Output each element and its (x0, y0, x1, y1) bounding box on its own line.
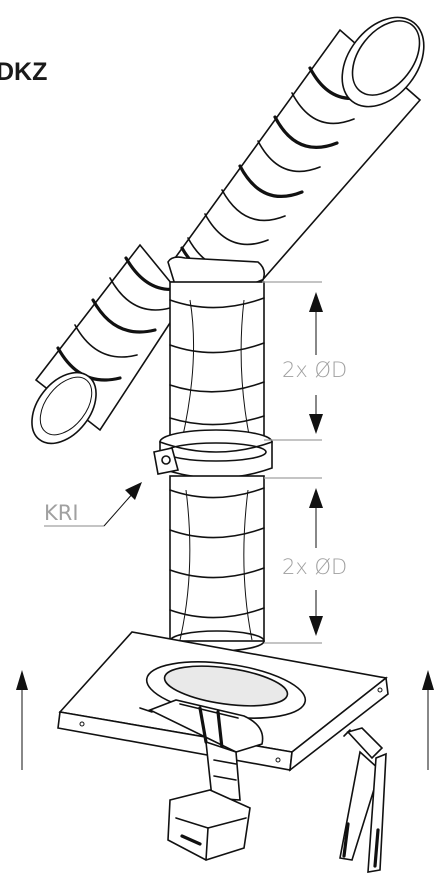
dimension-label-upper: 2x ØD (282, 358, 347, 382)
vertical-duct-upper (169, 281, 265, 441)
up-arrow-icon (16, 670, 28, 770)
dimension-markers (262, 281, 323, 644)
cordless-drill-icon (139, 699, 264, 861)
vertical-duct-lower (169, 475, 265, 652)
upper-branch-duct (168, 16, 425, 301)
kri-label: KRI (44, 501, 79, 525)
rivet-pliers-icon (339, 727, 387, 873)
dimension-label-lower: 2x ØD (282, 555, 347, 579)
up-arrow-icon (422, 670, 434, 770)
lower-branch-duct (31, 243, 186, 445)
diagram-title: DKZ (0, 58, 47, 86)
kri-clamp-ring (153, 429, 273, 479)
kri-leader-arrow (44, 482, 142, 527)
